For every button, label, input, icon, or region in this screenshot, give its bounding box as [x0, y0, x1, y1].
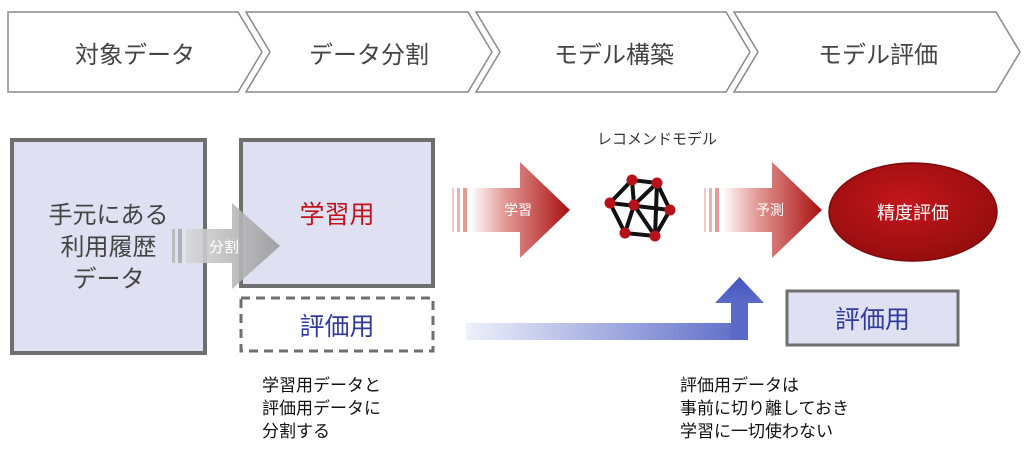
step-label-4: モデル評価 — [818, 40, 938, 69]
step-label-2: データ分割 — [309, 40, 429, 69]
network-model-icon — [604, 174, 676, 242]
note-left: 学習用データと 評価用データに 分割する — [262, 376, 381, 442]
eval-box-right-label: 評価用 — [834, 305, 910, 334]
step-chevron-4 — [732, 11, 1021, 93]
step-chevron-3 — [474, 11, 751, 93]
eval-box-dashed-label: 評価用 — [299, 311, 375, 341]
accuracy-label: 精度評価 — [877, 203, 949, 224]
model-label: レコメンドモデル — [596, 129, 717, 148]
eval-box-dashed — [239, 296, 435, 353]
learn-arrow-label: 学習 — [504, 203, 532, 219]
accuracy-ellipse — [828, 162, 998, 262]
learn-arrow — [452, 162, 570, 258]
process-chevrons — [7, 11, 1021, 93]
split-arrow-label: 分割 — [208, 237, 239, 256]
note-right: 評価用データは 事前に切り離しておき 学習に一切使わない — [680, 376, 849, 442]
step-chevron-2 — [244, 11, 493, 93]
train-box-label: 学習用 — [299, 200, 375, 229]
step-label-1: 対象データ — [75, 40, 195, 69]
predict-arrow-label: 予測 — [756, 203, 784, 219]
predict-arrow — [704, 162, 822, 258]
step-label-3: モデル構築 — [554, 40, 674, 69]
eval-box-right — [785, 289, 960, 347]
split-arrow — [172, 203, 280, 289]
step-chevron-1 — [7, 11, 263, 93]
source-data-label: 手元にある 利用履歴 データ — [48, 200, 169, 293]
eval-flow-arrow — [466, 277, 764, 340]
